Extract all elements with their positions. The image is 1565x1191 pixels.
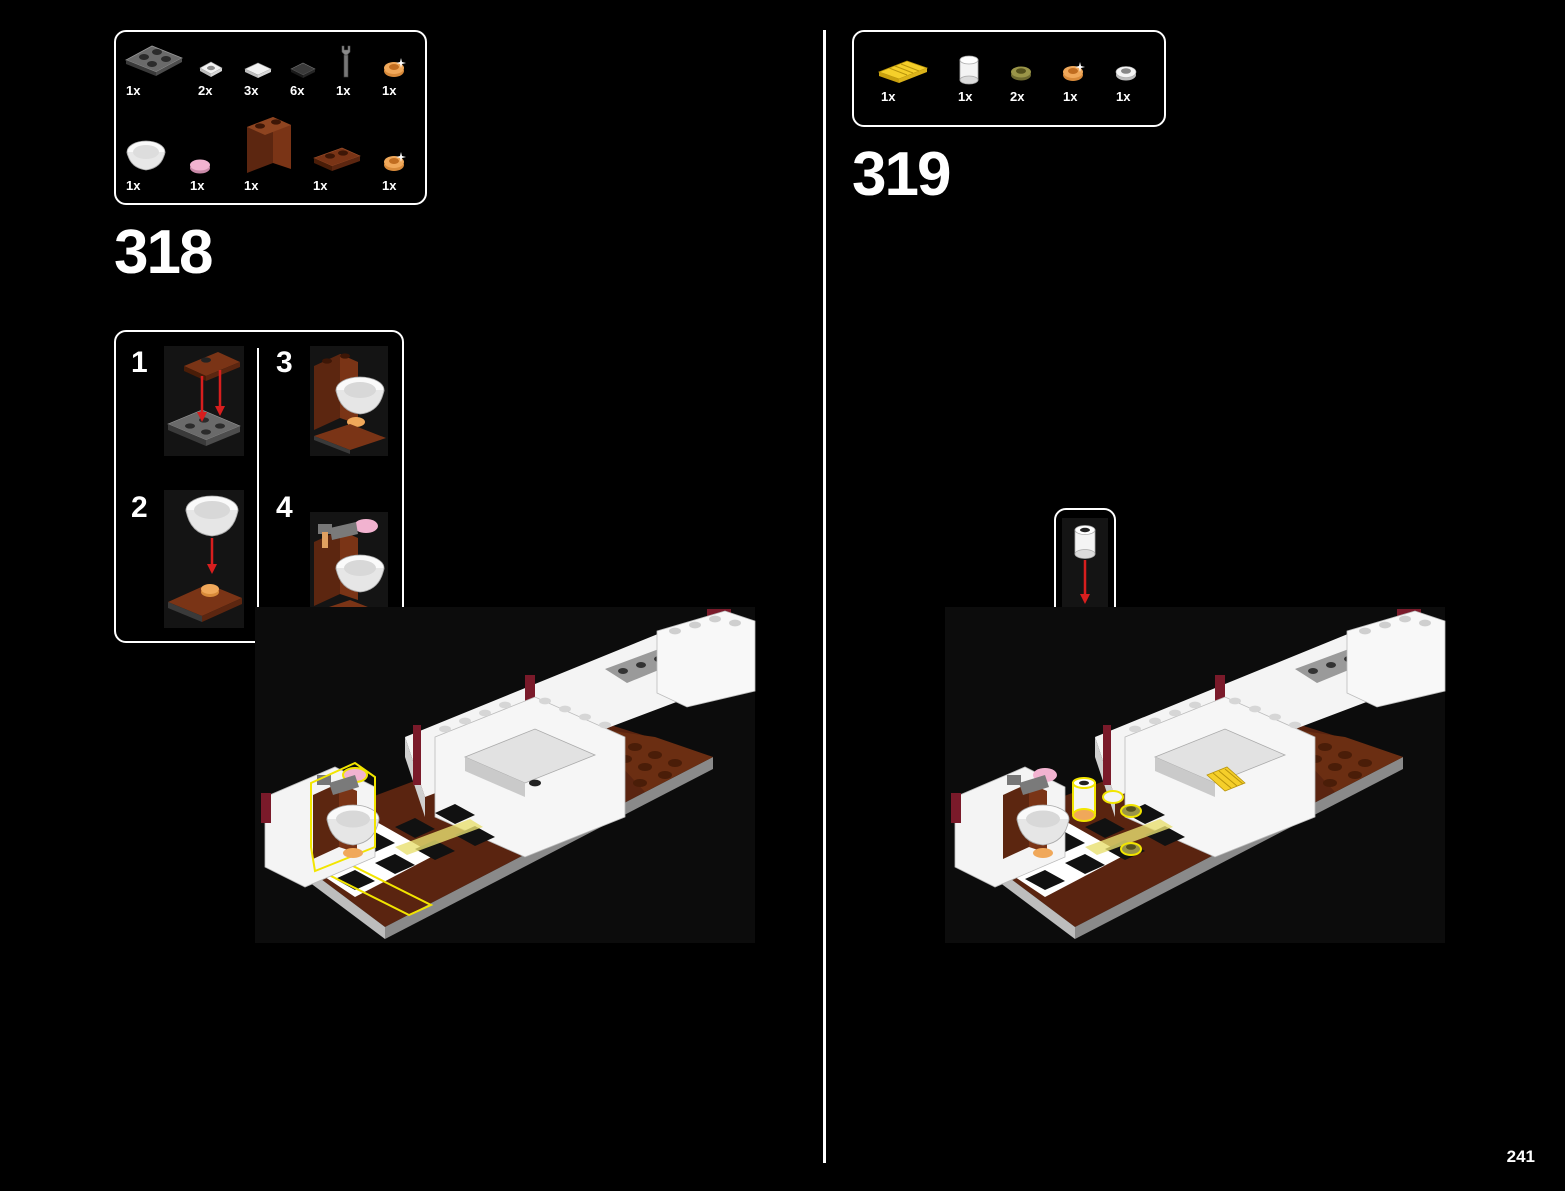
page-number: 241	[1507, 1147, 1535, 1167]
black-tile-1x1-icon	[289, 61, 317, 79]
substep-3-illustration	[310, 346, 388, 456]
part-qty: 1x	[313, 178, 327, 193]
substep-number: 3	[276, 348, 293, 378]
substep-number: 4	[276, 493, 293, 523]
orange-round-plate-icon	[382, 56, 408, 80]
part-qty: 1x	[958, 89, 972, 104]
part-qty: 2x	[1010, 89, 1024, 104]
orange-round-plate-icon	[1061, 60, 1087, 84]
part-qty: 1x	[382, 178, 396, 193]
brown-panel-icon	[243, 115, 295, 177]
part-qty: 3x	[244, 83, 258, 98]
part-qty: 1x	[1063, 89, 1077, 104]
part-qty: 1x	[126, 178, 140, 193]
white-tile-1x1-icon	[243, 61, 273, 79]
model-illustration-318	[255, 607, 755, 943]
part-qty: 1x	[881, 89, 895, 104]
dark-gray-plate-2x2-icon	[124, 42, 184, 78]
gray-wrench-icon	[336, 42, 356, 80]
page-divider	[823, 30, 826, 1163]
part-qty: 2x	[198, 83, 212, 98]
callout-divider	[257, 348, 259, 624]
olive-round-plate-icon	[1009, 64, 1033, 82]
model-illustration-319	[945, 607, 1445, 943]
step-number-319: 319	[852, 144, 949, 206]
brown-plate-1x2-icon	[312, 144, 362, 174]
part-qty: 1x	[336, 83, 350, 98]
part-qty: 1x	[190, 178, 204, 193]
part-qty: 1x	[1116, 89, 1130, 104]
substep-2-illustration	[164, 490, 244, 628]
white-round-brick-icon	[957, 54, 981, 86]
part-qty: 1x	[244, 178, 258, 193]
orange-round-plate-icon	[382, 150, 408, 174]
yellow-grille-tile-icon	[877, 58, 929, 84]
pink-round-tile-icon	[188, 157, 212, 175]
white-round-plate-icon	[1114, 64, 1138, 82]
substep-number: 1	[131, 348, 148, 378]
white-dish-icon	[124, 138, 168, 176]
substep-1-illustration	[164, 346, 244, 456]
part-qty: 6x	[290, 83, 304, 98]
step-number-318: 318	[114, 222, 211, 284]
part-qty: 1x	[382, 83, 396, 98]
substep-number: 2	[131, 493, 148, 523]
part-qty: 1x	[126, 83, 140, 98]
white-tile-1x1-icon	[198, 60, 224, 78]
